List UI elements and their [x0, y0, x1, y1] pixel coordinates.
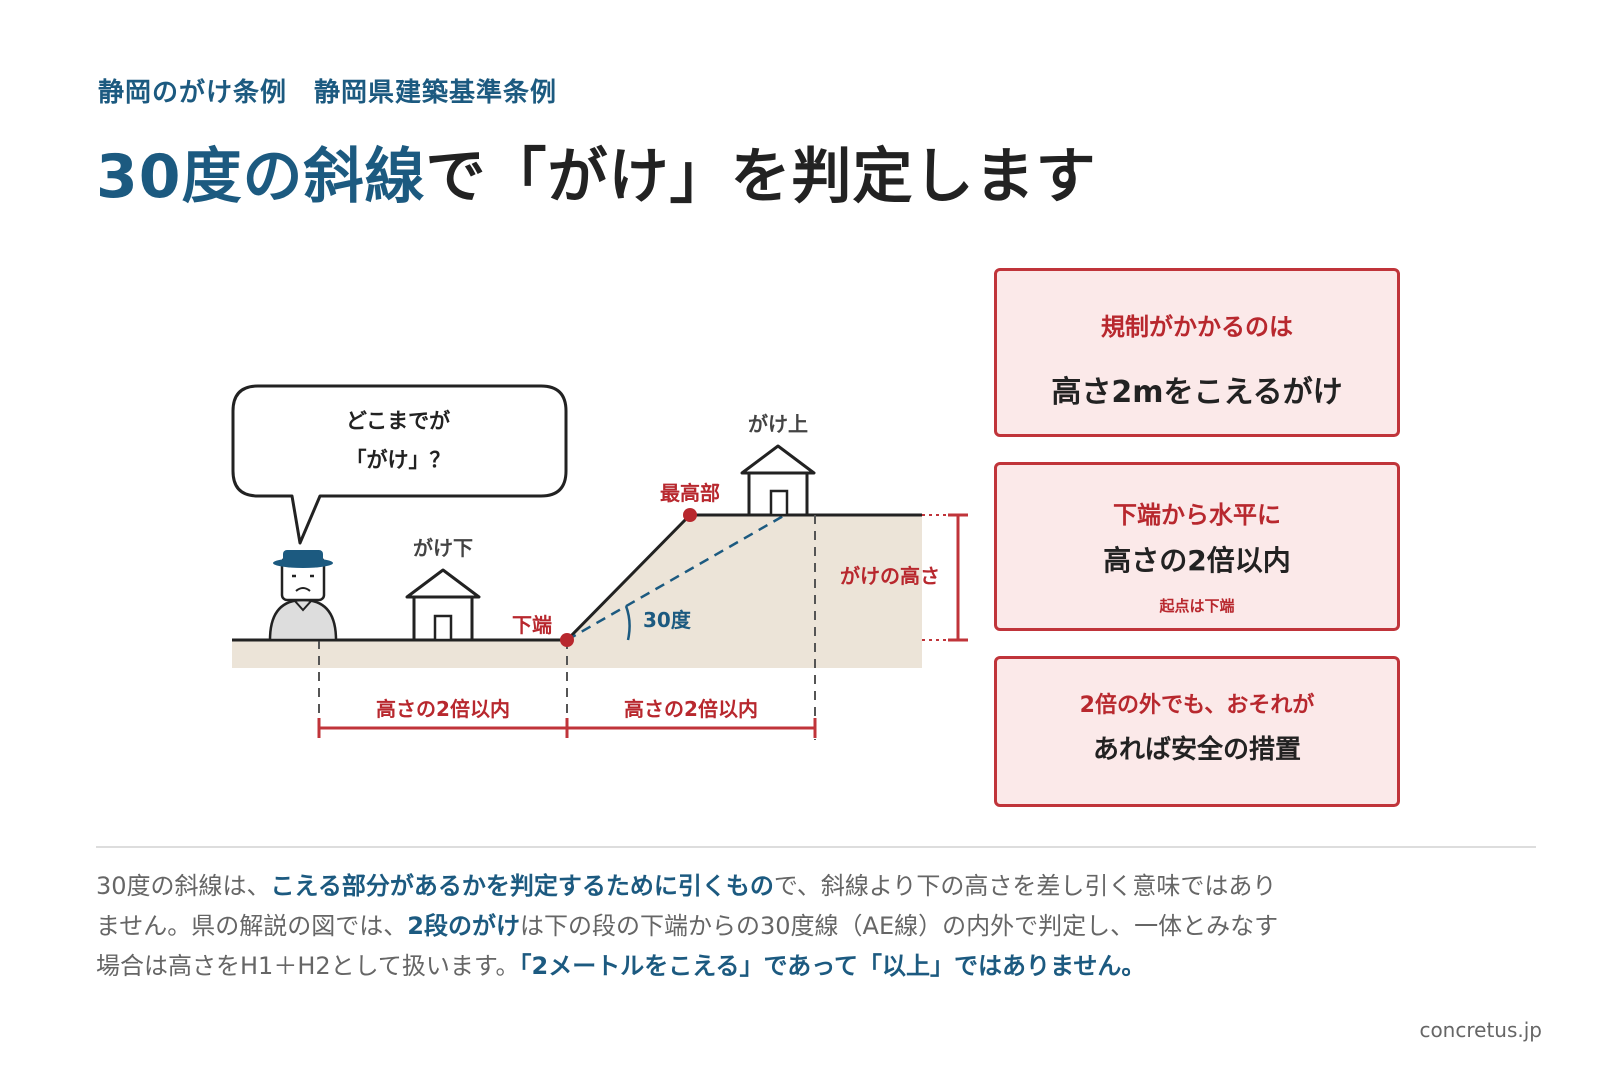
speech-line1: どこまでが: [346, 409, 450, 433]
explanation-paragraph: 30度の斜線は、こえる部分があるかを判定するために引くもので、斜線より下の高さを…: [96, 866, 1296, 986]
info-card-range: 下端から水平に 高さの2倍以内 起点は下端: [994, 462, 1400, 631]
house-lower-label: がけ下: [413, 536, 473, 560]
card3-body: あれば安全の措置: [1092, 735, 1301, 765]
body-text: は下の段の下端からの30度線（AE線）の内外で判定し、一体とみなす場合は高さをH…: [96, 912, 1279, 980]
card3-heading: 2倍の外でも、おそれが: [1079, 693, 1315, 718]
height-label: がけの高さ: [840, 564, 940, 588]
card1-body: 高さ2mをこえるがけ: [1051, 375, 1343, 410]
bottom-point-label: 下端: [512, 613, 552, 637]
ground-fill: [232, 515, 922, 668]
card2-body: 高さの2倍以内: [1103, 544, 1291, 577]
site-credit: concretus.jp: [1419, 1018, 1542, 1042]
speech-line2: 「がけ」？: [346, 448, 451, 472]
angle-arc: [624, 605, 631, 641]
top-point-label: 最高部: [660, 481, 720, 505]
person-icon: [268, 550, 338, 642]
card2-heading: 下端から水平に: [1113, 501, 1281, 529]
body-text: で、斜線より下の高さを差し引く意味ではありません。県の解説の図では、: [96, 872, 1277, 940]
page-subtitle: 静岡のがけ条例 静岡県建築基準条例: [98, 78, 558, 108]
info-card-regulation: 規制がかかるのは 高さ2mをこえるがけ: [994, 268, 1400, 437]
card2-note: 起点は下端: [1159, 597, 1235, 615]
house-upper-icon: [740, 444, 816, 517]
speech-bubble: [231, 384, 568, 545]
divider: [96, 846, 1536, 848]
angle-line: [566, 513, 786, 642]
info-card-safety: 2倍の外でも、おそれが あれば安全の措置: [994, 656, 1400, 807]
title-rest: で「がけ」を判定します: [425, 142, 1097, 212]
body-emphasis: 2段のがけ: [407, 912, 520, 940]
bottom-point: [560, 633, 574, 647]
card1-heading: 規制がかかるのは: [1101, 313, 1293, 341]
angle-label: 30度: [643, 608, 692, 632]
house-upper-label: がけ上: [748, 412, 808, 436]
house-lower-icon: [405, 568, 481, 642]
body-text: 30度の斜線は、: [96, 872, 271, 900]
dim-right-label: 高さの2倍以内: [624, 697, 758, 721]
body-emphasis: こえる部分があるかを判定するために引くもの: [270, 872, 774, 900]
page-title: 30度の斜線で「がけ」を判定します: [96, 128, 1097, 215]
top-point: [683, 508, 697, 522]
body-emphasis: 「2メートルをこえる」であって「以上」ではありません。: [519, 952, 1146, 980]
dim-left-label: 高さの2倍以内: [376, 697, 510, 721]
title-accent: 30度の斜線: [96, 142, 426, 212]
